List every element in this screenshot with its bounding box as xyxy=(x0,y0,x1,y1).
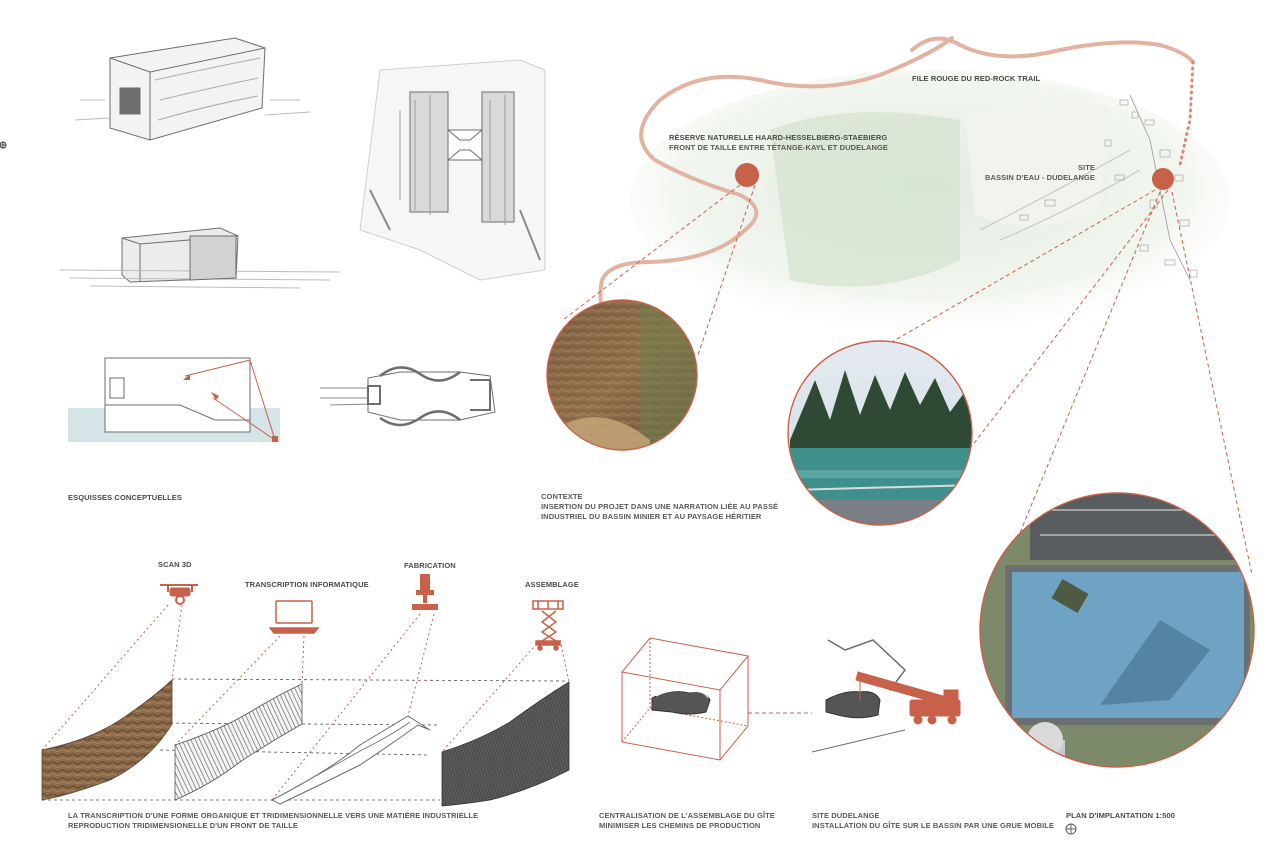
north-arrow-icon xyxy=(1065,823,1077,835)
context-line-2: INDUSTRIEL DU BASSIN MINIER ET AU PAYSAG… xyxy=(541,512,762,521)
centralisation-line-2: MINIMISER LES CHEMINS DE PRODUCTION xyxy=(599,821,761,830)
assembled-panel xyxy=(441,681,570,807)
ground-line xyxy=(811,729,906,753)
gite-module xyxy=(651,690,711,715)
context-map xyxy=(562,36,1253,576)
rock-face-photo xyxy=(546,299,698,451)
cut-profile xyxy=(270,715,431,805)
main-street xyxy=(1129,94,1191,281)
site-marker xyxy=(1152,168,1174,190)
context-line-1: INSERTION DU PROJET DANS UNE NARRATION L… xyxy=(541,502,779,511)
drone-icon xyxy=(160,584,198,605)
trail-label: FILE ROUGE DU RED-ROCK TRAIL xyxy=(912,74,1041,83)
pond-photo xyxy=(787,340,973,526)
central-assembly xyxy=(621,637,812,761)
label-scan-3d: SCAN 3D xyxy=(158,560,192,569)
red-rock-trail xyxy=(598,36,1195,317)
scissor-lift-icon xyxy=(532,600,564,651)
town-blocks xyxy=(1019,99,1198,278)
cut-profile-inner xyxy=(279,721,411,797)
icon-leaders xyxy=(41,604,570,801)
site-label: SITE BASSIN D'EAU - DUDELANGE xyxy=(985,163,1095,183)
site-title: SITE xyxy=(1077,163,1095,172)
sketches-title: ESQUISSES CONCEPTUELLES xyxy=(68,493,182,502)
reserve-sublabel: FRONT DE TAILLE ENTRE TÉTANGE-KAYL ET DU… xyxy=(669,143,889,152)
concept-sketches xyxy=(59,37,546,442)
context-title: CONTEXTE xyxy=(541,492,583,501)
gite-module-lifted xyxy=(825,691,881,719)
site-sublabel: BASSIN D'EAU - DUDELANGE xyxy=(985,173,1096,182)
crane-installation xyxy=(811,639,961,753)
fabrication-machine-icon xyxy=(412,574,438,610)
reserve-label: RÉSERVE NATURELLE HAARD-HESSELBIERG-STAE… xyxy=(669,133,888,153)
sketch-corridor xyxy=(359,59,546,281)
process-caption-line-2: REPRODUCTION TRIDIMENSIONELLE D'UN FRONT… xyxy=(68,821,298,830)
site-dudelange-line-1: SITE DUDELANGE xyxy=(812,811,880,820)
centralisation-line-1: CENTRALISATION DE L'ASSEMBLAGE DU GÎTE xyxy=(599,811,775,820)
mobile-crane-icon xyxy=(855,671,961,725)
sketch-stone-block xyxy=(74,37,311,141)
label-transcription: TRANSCRIPTION INFORMATIQUE xyxy=(245,580,369,589)
digital-rock-model xyxy=(174,683,303,801)
site-dudelange-line-2: INSTALLATION DU GÎTE SUR LE BASSIN PAR U… xyxy=(812,821,1055,830)
context-caption: CONTEXTE INSERTION DU PROJET DANS UNE NA… xyxy=(541,492,778,522)
laptop-icon xyxy=(268,600,320,634)
label-assembly: ASSEMBLAGE xyxy=(525,580,579,589)
leader-lines xyxy=(562,184,1253,576)
site-plan-aerial xyxy=(979,492,1255,768)
process-caption: LA TRANSCRIPTION D'UNE FORME ORGANIQUE E… xyxy=(68,811,478,831)
reserve-name: RÉSERVE NATURELLE HAARD-HESSELBIERG-STAE… xyxy=(669,133,888,142)
sketch-section xyxy=(68,357,280,442)
fabrication-process xyxy=(41,574,570,807)
centralisation-caption: CENTRALISATION DE L'ASSEMBLAGE DU GÎTE M… xyxy=(599,811,775,831)
process-caption-line-1: LA TRANSCRIPTION D'UNE FORME ORGANIQUE E… xyxy=(68,811,479,820)
label-fabrication: FABRICATION xyxy=(404,561,456,570)
plan-label: PLAN D'IMPLANTATION 1:500 xyxy=(1066,811,1176,820)
registration-mark-icon xyxy=(0,141,7,149)
site-dudelange-caption: SITE DUDELANGE INSTALLATION DU GÎTE SUR … xyxy=(812,811,1054,831)
reserve-marker xyxy=(735,163,759,187)
open-field xyxy=(965,103,1110,227)
forest-area xyxy=(770,112,960,287)
sketch-flat-block xyxy=(59,227,341,289)
scanned-rock-face xyxy=(41,679,173,801)
sketch-plan xyxy=(320,366,496,427)
trail-dotted-extension xyxy=(1178,60,1195,167)
